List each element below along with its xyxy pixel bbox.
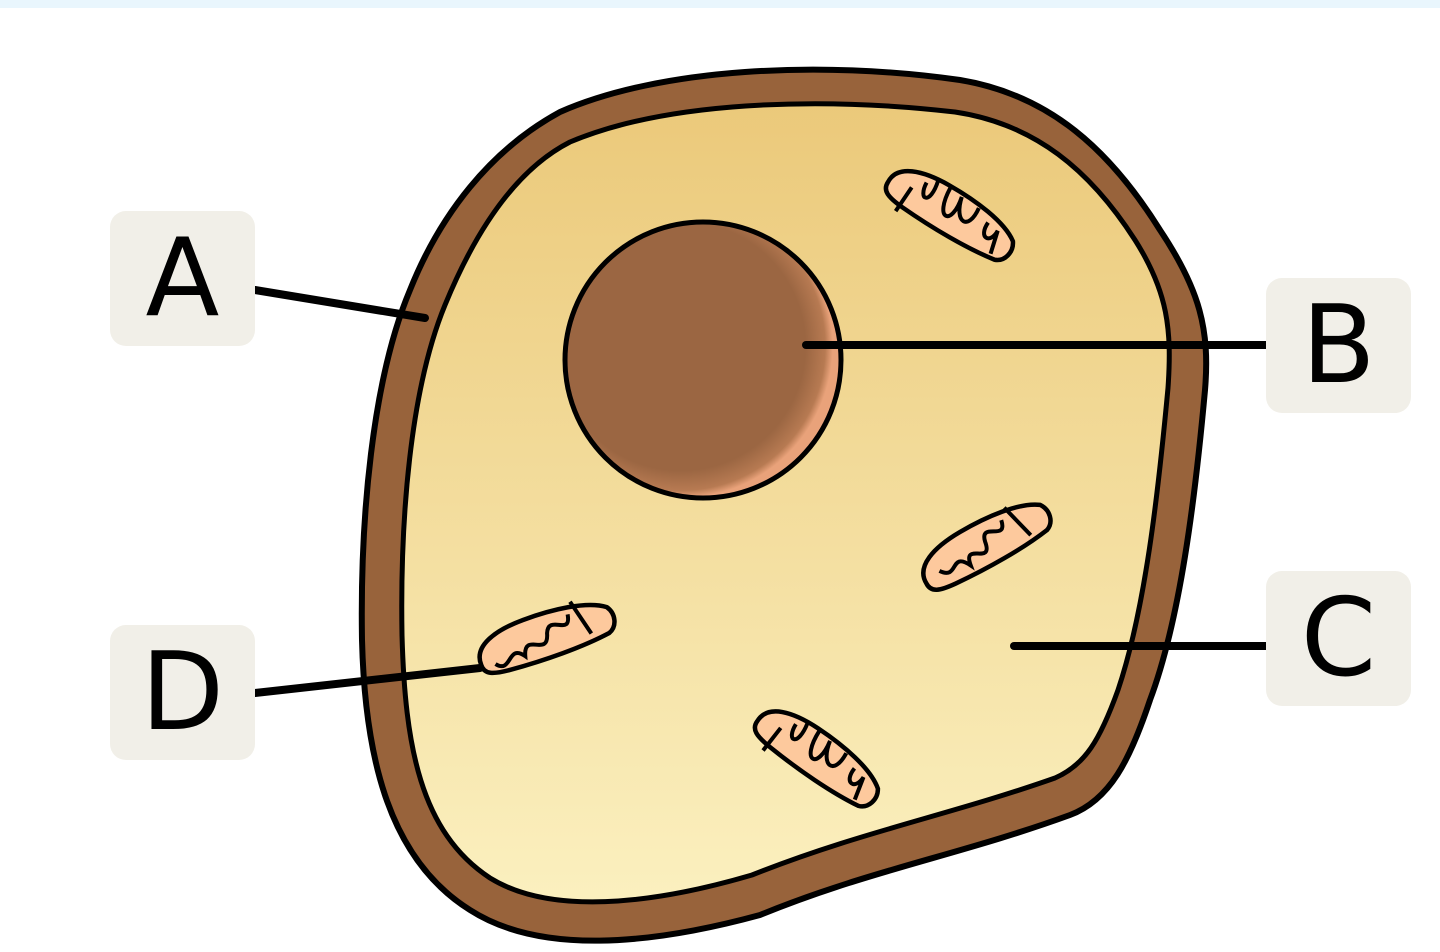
nucleus [562, 219, 844, 501]
mitochondrion-bottom [752, 709, 881, 809]
leader-line-d [251, 664, 484, 697]
label-a: A [110, 211, 255, 346]
mitochondrion-d [477, 600, 617, 676]
label-b: B [1266, 278, 1411, 413]
label-c: C [1266, 571, 1411, 706]
label-d: D [110, 625, 255, 760]
mitochondrion-right [921, 502, 1053, 592]
leader-line-a [251, 286, 429, 322]
mitochondrion-top [883, 168, 1016, 263]
top-bar [0, 0, 1440, 8]
